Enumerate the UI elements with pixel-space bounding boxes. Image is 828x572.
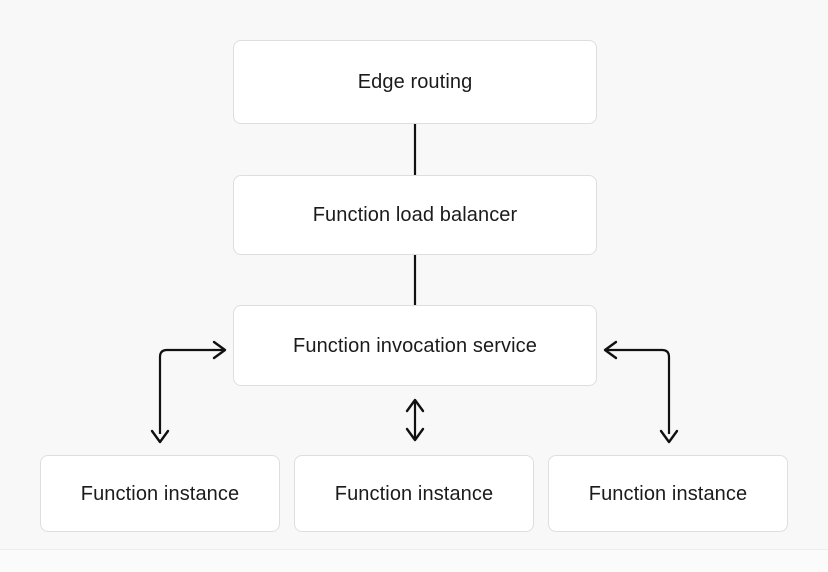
edge-invocation-to-instance-left: [158, 348, 224, 434]
edge-invocation-to-instance-right-arrowhead-down: [659, 429, 679, 444]
edge-invocation-to-instance-left-arrowhead-right: [212, 340, 227, 360]
node-function-instance-left[interactable]: Function instance: [40, 455, 280, 532]
node-function-instance-right-label: Function instance: [588, 482, 748, 505]
edge-invocation-to-instance-center-arrowhead-up: [405, 398, 425, 413]
edge-invocation-to-instance-left-arrowhead-down: [150, 429, 170, 444]
node-function-instance-left-label: Function instance: [80, 482, 240, 505]
bottom-divider: [0, 549, 828, 572]
node-function-load-balancer[interactable]: Function load balancer: [233, 175, 597, 255]
node-edge-routing[interactable]: Edge routing: [233, 40, 597, 124]
edge-invocation-to-instance-right: [606, 348, 671, 434]
node-function-invocation-service-label: Function invocation service: [293, 334, 537, 357]
node-function-instance-center[interactable]: Function instance: [294, 455, 534, 532]
node-function-load-balancer-label: Function load balancer: [312, 204, 518, 226]
node-edge-routing-label: Edge routing: [357, 71, 473, 93]
node-function-instance-right[interactable]: Function instance: [548, 455, 788, 532]
edge-invocation-to-instance-center-arrowhead-down: [405, 427, 425, 442]
node-function-invocation-service[interactable]: Function invocation service: [233, 305, 597, 386]
node-function-instance-center-label: Function instance: [334, 482, 494, 505]
edge-invocation-to-instance-right-arrowhead-left: [603, 340, 618, 360]
